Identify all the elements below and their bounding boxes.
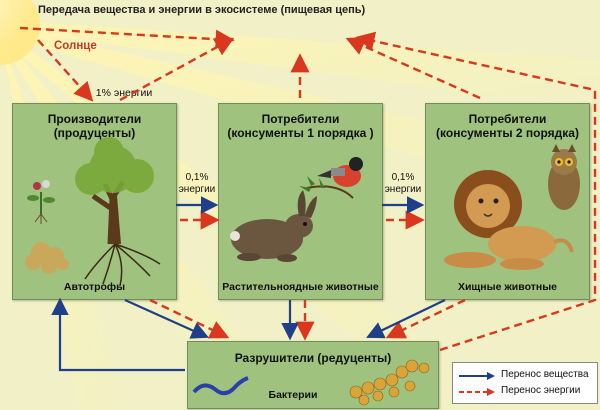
tree-icon (25, 137, 161, 287)
energy-transfer-2-unit: энергии (384, 184, 422, 195)
consumers2-title-line2: (консументы 2 порядка) (436, 126, 579, 140)
energy-arrow-consumers2-top (345, 37, 481, 100)
decomposers-box: Разрушители (редуценты) Бактерии (187, 341, 439, 409)
flower-plant-icon (27, 180, 55, 224)
energy-arrow-producers-decomposers (149, 298, 230, 339)
consumers2-box: Потребители (консументы 2 порядка) (425, 103, 590, 300)
legend: Перенос вещества Перенос энергии (452, 362, 598, 404)
decomposers-title: Разрушители (редуценты) (234, 351, 392, 365)
legend-row-substance: Перенос вещества (457, 369, 595, 383)
consumers1-title-line1: Потребители (261, 112, 340, 126)
rabbit-icon (230, 190, 317, 262)
sun-icon (0, 0, 40, 65)
producers-title-line1: Производители (47, 112, 142, 126)
producers-box: Производители (продуценты) (12, 103, 177, 300)
producers-title-line2: (продуценты) (53, 126, 136, 140)
energy-transfer-2-value: 0,1% (391, 172, 415, 183)
energy-arrow-sun-producers (37, 39, 94, 102)
consumers2-title-line1: Потребители (468, 112, 547, 126)
substance-arrow-decomposers-producers (51, 297, 185, 372)
legend-substance-label: Перенос вещества (501, 369, 589, 380)
energy-arrow-consumers2-decomposers (385, 298, 466, 339)
producers-caption: Автотрофы (63, 281, 126, 293)
substance-arrow-producers-decomposers (124, 298, 210, 339)
consumers1-box: Потребители (консументы 1 порядка ) (218, 103, 383, 300)
consumers1-title-line2: (консументы 1 порядка ) (227, 126, 374, 140)
twig-icon (299, 176, 325, 192)
legend-energy-label: Перенос энергии (501, 385, 581, 396)
legend-row-energy: Перенос энергии (457, 385, 595, 399)
bacteria-cocci-icon (349, 359, 430, 406)
bacteria-rod-icon (192, 376, 249, 396)
legend-energy-arrow-icon (459, 388, 495, 396)
substance-arrow-consumers2-decomposers (366, 299, 446, 339)
sun-label: Солнце (54, 40, 97, 52)
page-title: Передача вещества и энергии в экосистеме… (38, 4, 366, 16)
energy-transfer-1-value: 0,1% (185, 172, 209, 183)
consumers2-caption: Хищные животные (457, 281, 558, 293)
energy-arrow-producers-top (119, 37, 235, 102)
energy-arrow-decomposers-top (355, 31, 597, 352)
decomposers-caption: Бактерии (268, 389, 318, 401)
bullfinch-icon (306, 157, 363, 199)
energy-transfer-1-unit: энергии (178, 184, 216, 195)
lion-icon (444, 170, 574, 270)
legend-substance-arrow-icon (459, 372, 495, 380)
moss-icon (25, 242, 69, 274)
sun-energy-label: 1% энергии (95, 87, 153, 99)
consumers1-caption: Растительноядные животные (222, 281, 379, 293)
owl-icon (548, 144, 580, 210)
energy-arrow-sun-top (19, 26, 235, 49)
